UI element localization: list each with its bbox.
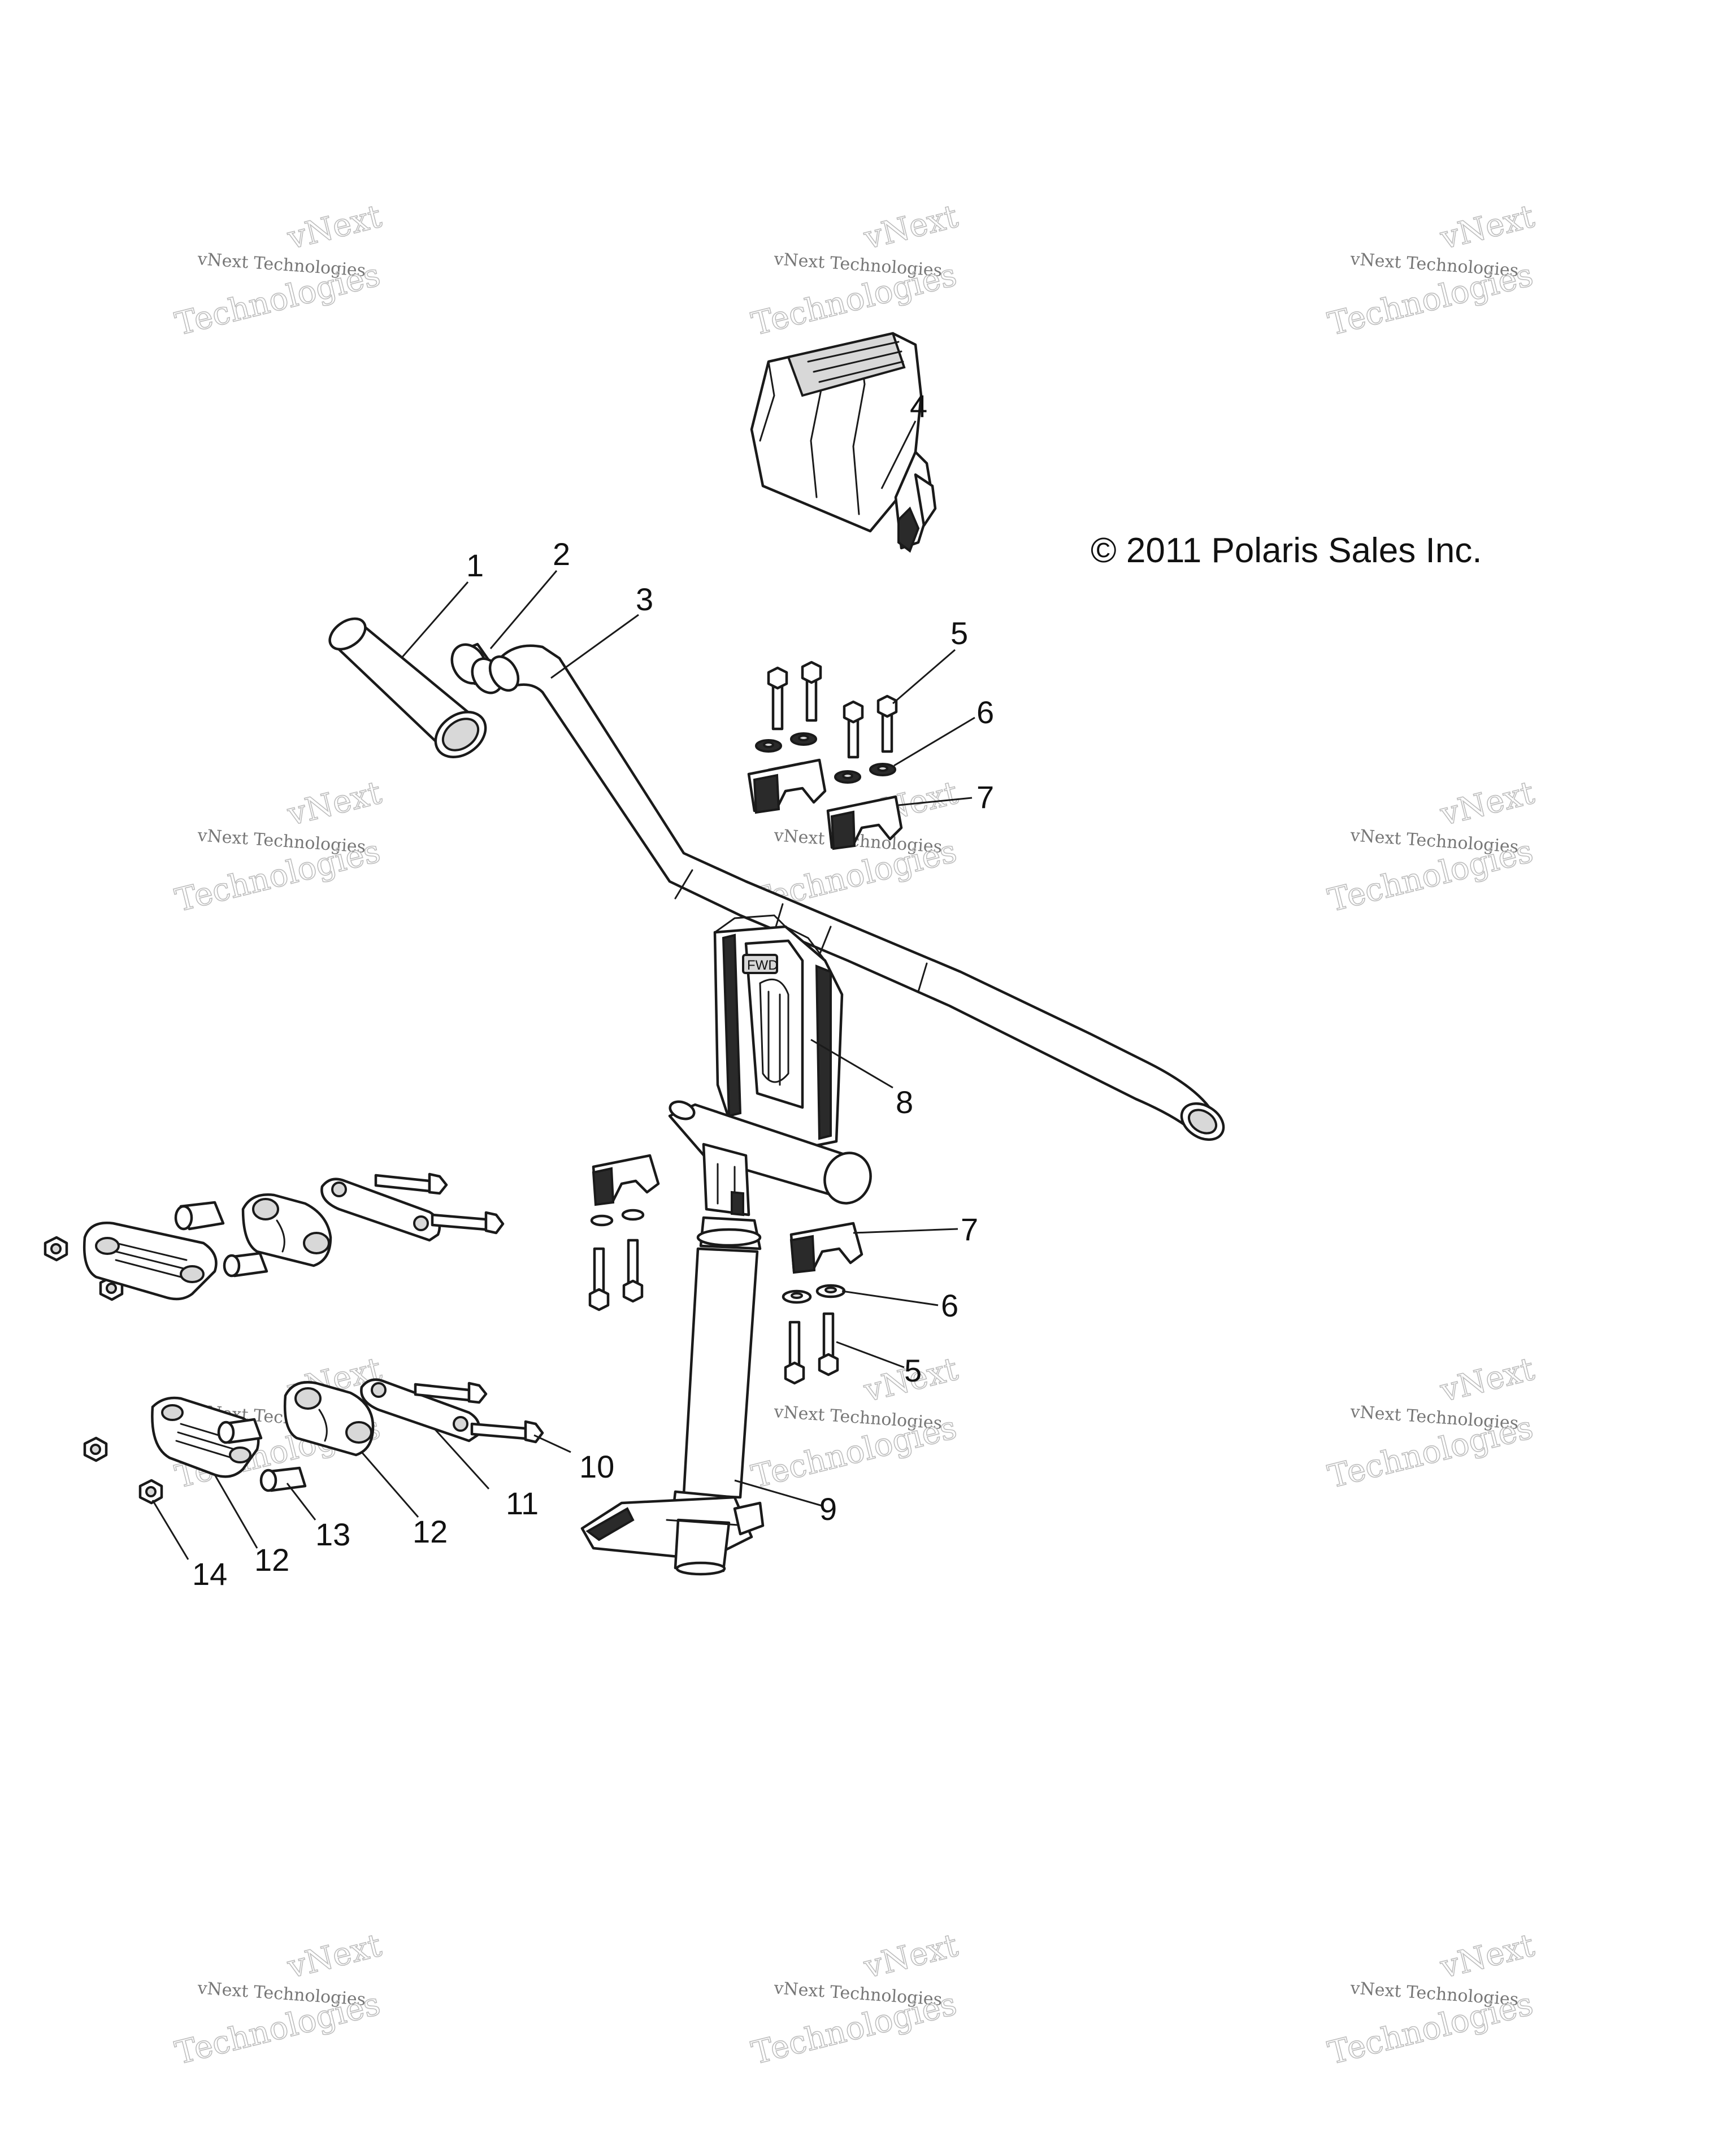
watermark: vNext vNext Technologies Technologies <box>748 198 962 344</box>
callout-13: 13 <box>315 1517 350 1552</box>
watermark-vnext: vNext <box>860 1927 962 1986</box>
callout-2: 2 <box>553 536 570 572</box>
part-2-bushing <box>450 642 504 694</box>
callout-5-upper: 5 <box>951 615 968 651</box>
callout-11: 11 <box>506 1485 539 1521</box>
watermark: vNext vNext Technologies Technologies <box>1324 774 1539 920</box>
watermark-vnext: vNext <box>1436 1927 1538 1986</box>
watermark: vNext vNext Technologies Technologies <box>748 1350 962 1496</box>
watermark-vnext: vNext <box>284 1927 385 1986</box>
part-6-washers-upper <box>755 732 896 784</box>
callout-numbers: 1 2 3 4 5 6 7 8 7 6 5 9 10 11 12 13 12 1… <box>192 388 994 1592</box>
part-5-bolts-lower <box>784 1312 839 1385</box>
steering-link-assembly-lower <box>83 1378 544 1505</box>
fwd-marking: FWD <box>747 958 778 973</box>
watermark-vnext: vNext <box>1436 1350 1538 1409</box>
part-4-pod-housing <box>750 332 937 553</box>
callout-12-left: 12 <box>254 1542 289 1578</box>
copyright-notice: © 2011 Polaris Sales Inc. <box>1091 531 1482 570</box>
part-7-clamps-upper <box>747 758 903 850</box>
callout-8: 8 <box>896 1084 913 1120</box>
callout-1: 1 <box>466 548 484 583</box>
steering-link-assembly-upper <box>44 1172 505 1301</box>
callout-7-lower: 7 <box>961 1211 978 1247</box>
part-6-washers-lower <box>782 1284 846 1304</box>
callout-10: 10 <box>579 1449 614 1484</box>
watermark-vnext: vNext <box>284 198 385 257</box>
watermark: vNext vNext Technologies Technologies <box>171 774 386 920</box>
watermark-vnext: vNext <box>284 774 385 833</box>
watermark: vNext vNext Technologies Technologies <box>171 198 386 344</box>
callout-9: 9 <box>819 1491 837 1527</box>
watermark-vnext: vNext <box>1436 198 1538 257</box>
watermark-vnext: vNext <box>1436 774 1538 833</box>
callout-14: 14 <box>192 1556 227 1592</box>
part-9-steering-post <box>580 1100 872 1576</box>
part-8-riser-clamp: FWD <box>713 914 844 1149</box>
callout-6-upper: 6 <box>976 694 994 730</box>
callout-7-upper: 7 <box>976 779 994 815</box>
part-7-clamp-lower <box>789 1222 863 1274</box>
watermark-vnext: vNext <box>860 198 962 257</box>
watermark: vNext vNext Technologies Technologies <box>748 1927 962 2073</box>
callout-3: 3 <box>636 581 653 617</box>
watermark: vNext vNext Technologies Technologies <box>1324 198 1539 344</box>
leader-lines <box>151 420 975 1560</box>
watermark: vNext vNext Technologies Technologies <box>171 1927 386 2073</box>
callout-5-lower: 5 <box>904 1353 922 1388</box>
callout-6-lower: 6 <box>941 1288 958 1323</box>
watermark: vNext vNext Technologies Technologies <box>1324 1927 1539 2073</box>
part-3-handlebar <box>488 644 1225 1141</box>
part-1-grip-tube <box>328 617 487 758</box>
part-5-bolts-upper <box>767 661 898 759</box>
clamp-assembly-lower-left <box>588 1154 660 1311</box>
watermark: vNext vNext Technologies Technologies <box>1324 1350 1539 1496</box>
callout-12-right: 12 <box>413 1514 448 1549</box>
callout-4: 4 <box>910 388 927 424</box>
